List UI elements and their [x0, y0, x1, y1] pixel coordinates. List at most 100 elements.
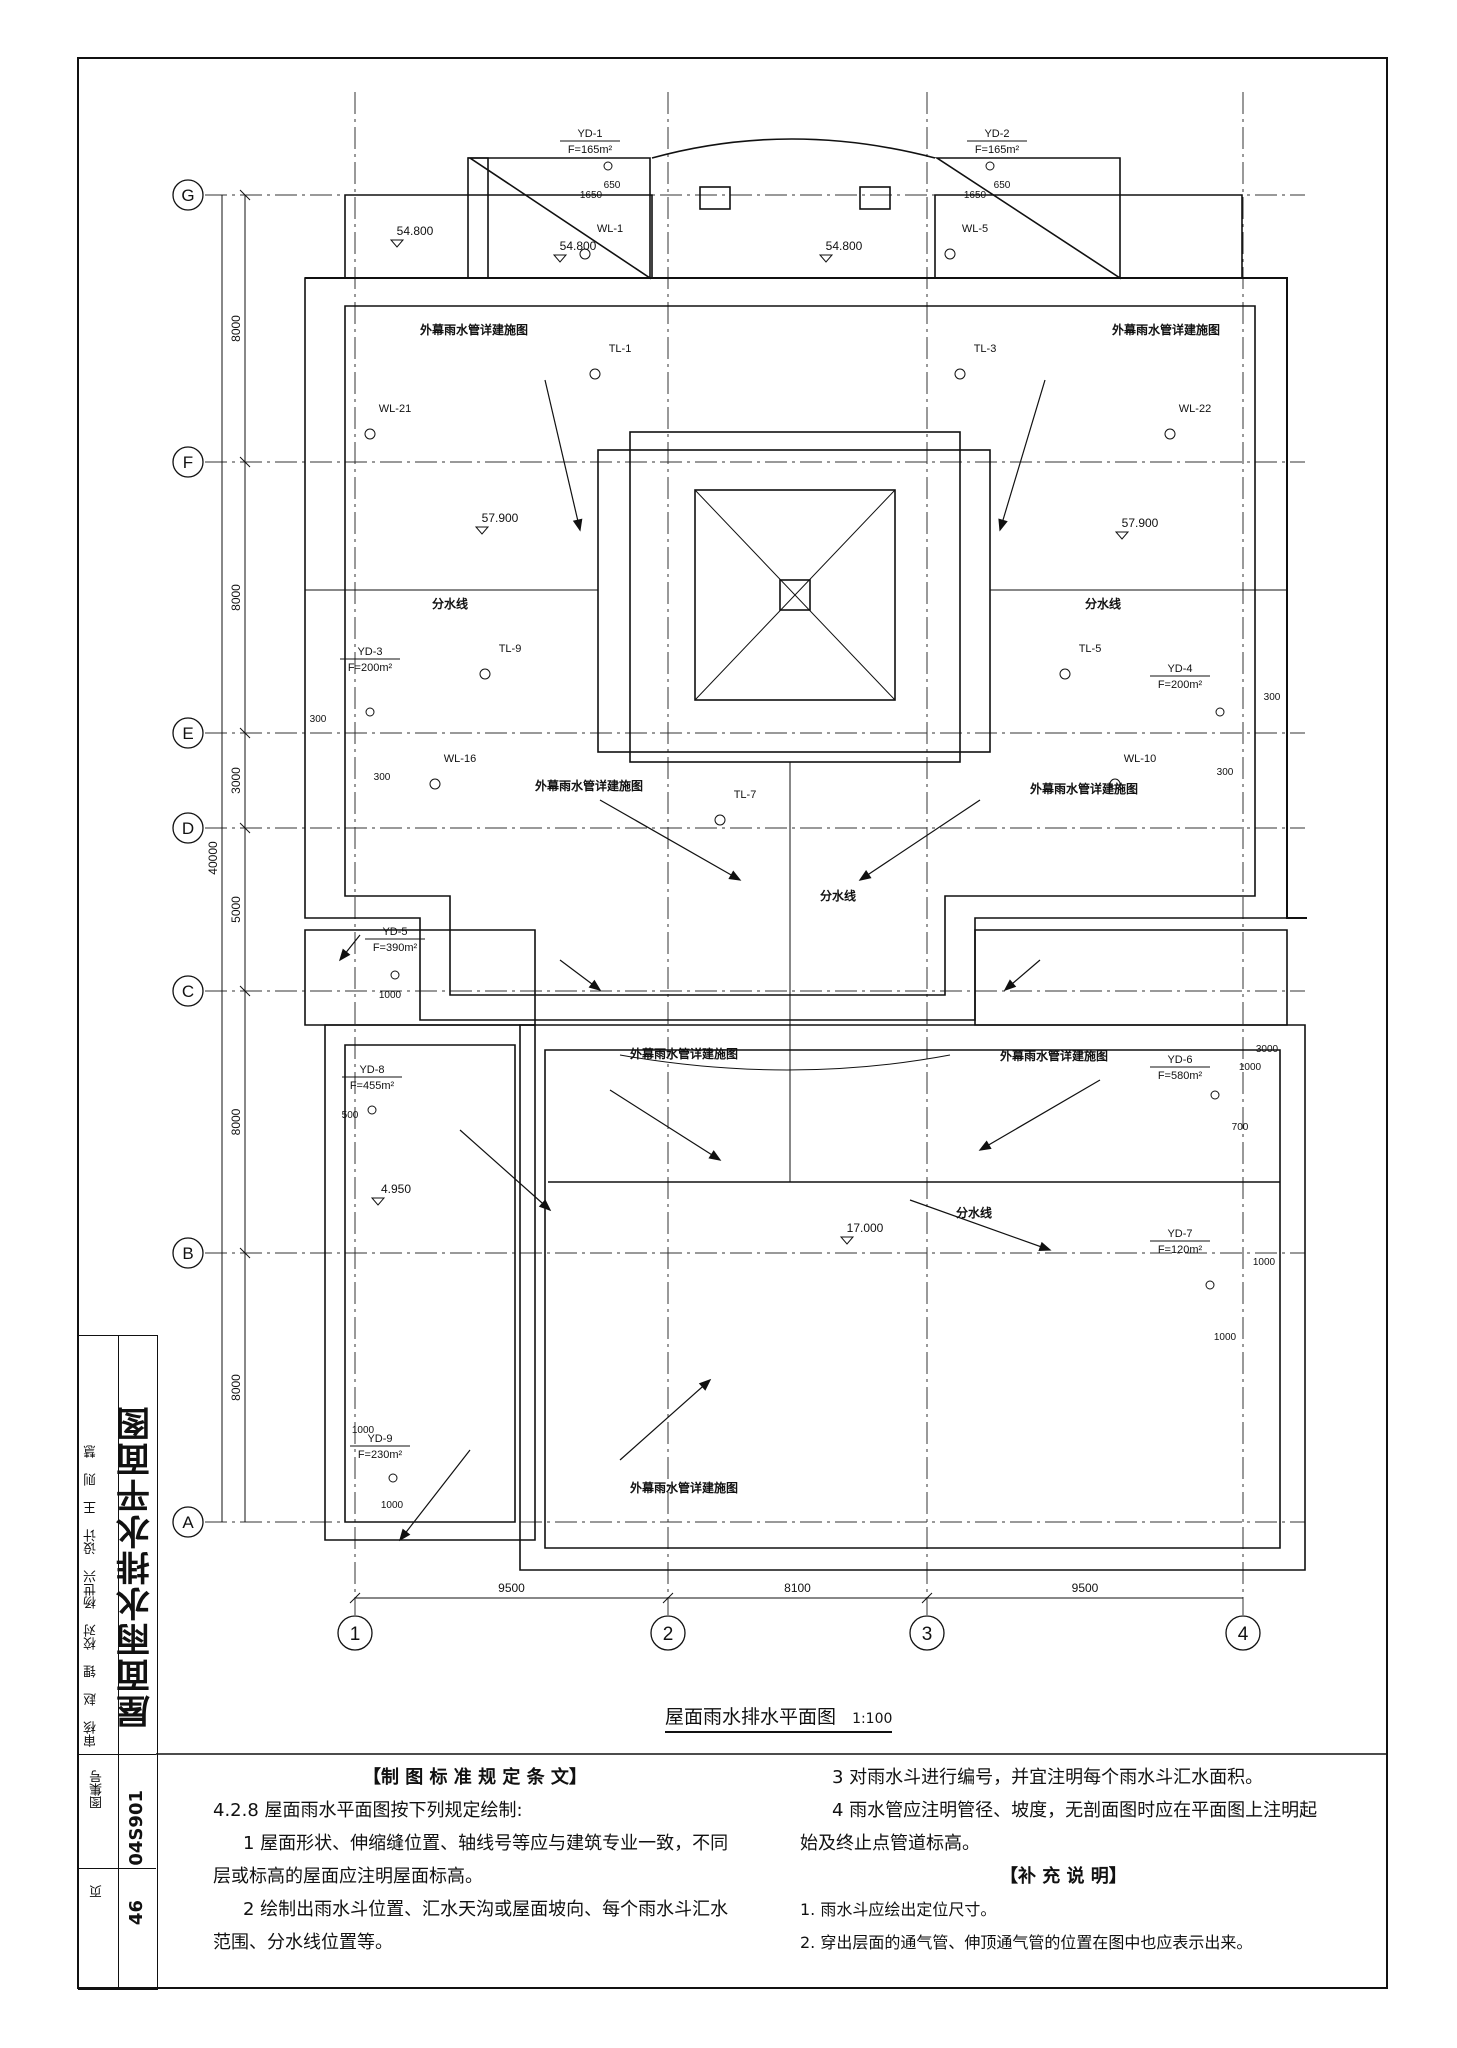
elevation-4: 57.900	[1122, 516, 1159, 530]
note-ext-pipe-2: 外幕雨水管详建施图	[535, 778, 643, 793]
roof-17000-inner	[544, 1049, 1281, 1549]
elevation-2: 54.800	[826, 239, 863, 253]
drain-id-YD-6: YD-6	[1167, 1054, 1192, 1066]
axis-bubble-E	[172, 717, 204, 749]
elevation-mark	[1114, 531, 1130, 540]
bay-g-left	[344, 194, 653, 279]
page-number: 46	[126, 1900, 147, 1926]
tower-left	[467, 157, 651, 280]
standard-heading: 【制 图 标 准 规 定 条 文】	[363, 1767, 587, 1788]
vent-right	[859, 186, 891, 210]
axis-bubble-col-4	[1225, 1615, 1261, 1651]
drain-area-YD-4: F=200m²	[1158, 679, 1203, 691]
pipe-label-WL-1: WL-1	[597, 223, 623, 235]
note-divide-2: 分水线	[820, 888, 856, 903]
drawing-caption: 屋面雨水排水平面图 1:100	[665, 1702, 893, 1733]
dim-v-total: 40000	[206, 841, 220, 875]
note-ext-pipe-4: 外幕雨水管详建施图	[630, 1046, 738, 1061]
slope-arrowhead-6	[708, 1150, 722, 1161]
local-dim-3: 650	[994, 180, 1011, 191]
drain-area-YD-5: F=390m²	[373, 942, 418, 954]
roof-drain-symbol	[1215, 707, 1225, 717]
drawing-no: 04S901	[126, 1790, 147, 1866]
slope-arrowhead-8	[538, 1199, 552, 1212]
note-ext-pipe-1: 外幕雨水管详建施图	[1112, 322, 1220, 337]
title-block-roles: 审核 赵 锂 校对 杨世兴 设计 王 则 慧	[84, 1445, 99, 1747]
pipe-label-WL-22: WL-22	[1179, 403, 1211, 415]
note-ext-pipe-0: 外幕雨水管详建施图	[420, 322, 528, 337]
axis-label-G: G	[181, 186, 194, 205]
supplement-n1: 1. 雨水斗应绘出定位尺寸。	[800, 1900, 997, 1919]
standard-p7: 4 雨水管应注明管径、坡度，无剖面图时应在平面图上注明起	[832, 1800, 1318, 1821]
pipe-label-TL-7: TL-7	[734, 789, 757, 801]
standard-p3: 层或标高的屋面应注明屋面标高。	[213, 1866, 483, 1887]
pipe-label-TL-9: TL-9	[499, 643, 522, 655]
sheet-frame	[77, 57, 1388, 1989]
slope-arrowhead-7	[978, 1140, 992, 1151]
pipe-symbol-TL-9	[479, 668, 491, 680]
dim-tick-v	[239, 985, 251, 997]
standard-p4: 2 绘制出雨水斗位置、汇水天沟或屋面坡向、每个雨水斗汇水	[243, 1899, 729, 1920]
elevation-6: 17.000	[847, 1221, 884, 1235]
elevation-0: 54.800	[397, 224, 434, 238]
standard-p8: 始及终止点管道标高。	[800, 1833, 980, 1854]
dim-v-1: 8000	[229, 584, 243, 611]
slope-arrowhead-2	[728, 870, 742, 881]
dim-v-0: 8000	[229, 315, 243, 342]
local-dim-4: 300	[310, 714, 327, 725]
dim-tick-v	[239, 456, 251, 468]
pipe-label-TL-5: TL-5	[1079, 643, 1102, 655]
axis-bubble-F	[172, 446, 204, 478]
pipe-label-TL-1: TL-1	[609, 343, 632, 355]
axis-label-col-1: 1	[350, 1624, 361, 1645]
standard-p1: 4.2.8 屋面雨水平面图按下列规定绘制:	[213, 1800, 523, 1821]
axis-bubble-col-3	[909, 1615, 945, 1651]
vent-left	[699, 186, 731, 210]
axis-label-col-2: 2	[663, 1624, 674, 1645]
local-dim-16: 3000	[1256, 1044, 1279, 1055]
standard-p5: 范围、分水线位置等。	[213, 1932, 393, 1953]
note-divide-0: 分水线	[432, 596, 468, 611]
skylight-diag-2	[694, 489, 896, 701]
drain-area-YD-1: F=165m²	[568, 144, 613, 156]
slope-arrow-2	[599, 799, 741, 881]
roof-17000-outer	[519, 1024, 1306, 1571]
roof-drain-symbol	[388, 1473, 398, 1483]
slope-arrow-6	[609, 1089, 721, 1161]
pipe-symbol-WL-5	[944, 248, 956, 260]
drawing-caption-title: 屋面雨水排水平面图	[665, 1706, 837, 1728]
local-dim-5: 300	[1264, 692, 1281, 703]
drain-area-YD-7: F=120m²	[1158, 1244, 1203, 1256]
elevation-mark	[552, 254, 568, 263]
axis-bubble-B	[172, 1237, 204, 1269]
dim-tick-v	[239, 822, 251, 834]
axis-label-E: E	[182, 724, 193, 743]
slope-arrow-11	[909, 1199, 1051, 1251]
elevation-mark	[370, 1197, 386, 1206]
standard-p6: 3 对雨水斗进行编号，并宜注明每个雨水斗汇水面积。	[832, 1767, 1264, 1788]
slope-arrow-1	[999, 379, 1046, 531]
drain-area-YD-9: F=230m²	[358, 1449, 403, 1461]
note-ext-pipe-5: 外幕雨水管详建施图	[1000, 1048, 1108, 1063]
drawing-no-label: 图集号	[90, 1770, 105, 1809]
pipe-symbol-TL-3	[954, 368, 966, 380]
axis-bubble-G	[172, 179, 204, 211]
pipe-symbol-TL-1	[589, 368, 601, 380]
upper-roof-inner	[344, 305, 1256, 996]
axis-label-col-4: 4	[1238, 1624, 1249, 1645]
drain-area-YD-6: F=580m²	[1158, 1070, 1203, 1082]
axis-label-D: D	[182, 819, 194, 838]
dim-tick-h	[349, 1592, 361, 1604]
pipe-symbol-WL-10	[1109, 778, 1121, 790]
elevation-3: 57.900	[482, 511, 519, 525]
axis-bubble-col-1	[337, 1615, 373, 1651]
local-dim-12: 1000	[1253, 1257, 1276, 1268]
drain-id-YD-8: YD-8	[359, 1064, 384, 1076]
elevation-mark	[839, 1236, 855, 1245]
local-dim-9: 1000	[1239, 1062, 1262, 1073]
drain-id-YD-3: YD-3	[357, 646, 382, 658]
dim-v-5: 8000	[229, 1374, 243, 1401]
pipe-symbol-WL-22	[1164, 428, 1176, 440]
axis-bubble-C	[172, 975, 204, 1007]
dim-tick-v	[239, 189, 251, 201]
